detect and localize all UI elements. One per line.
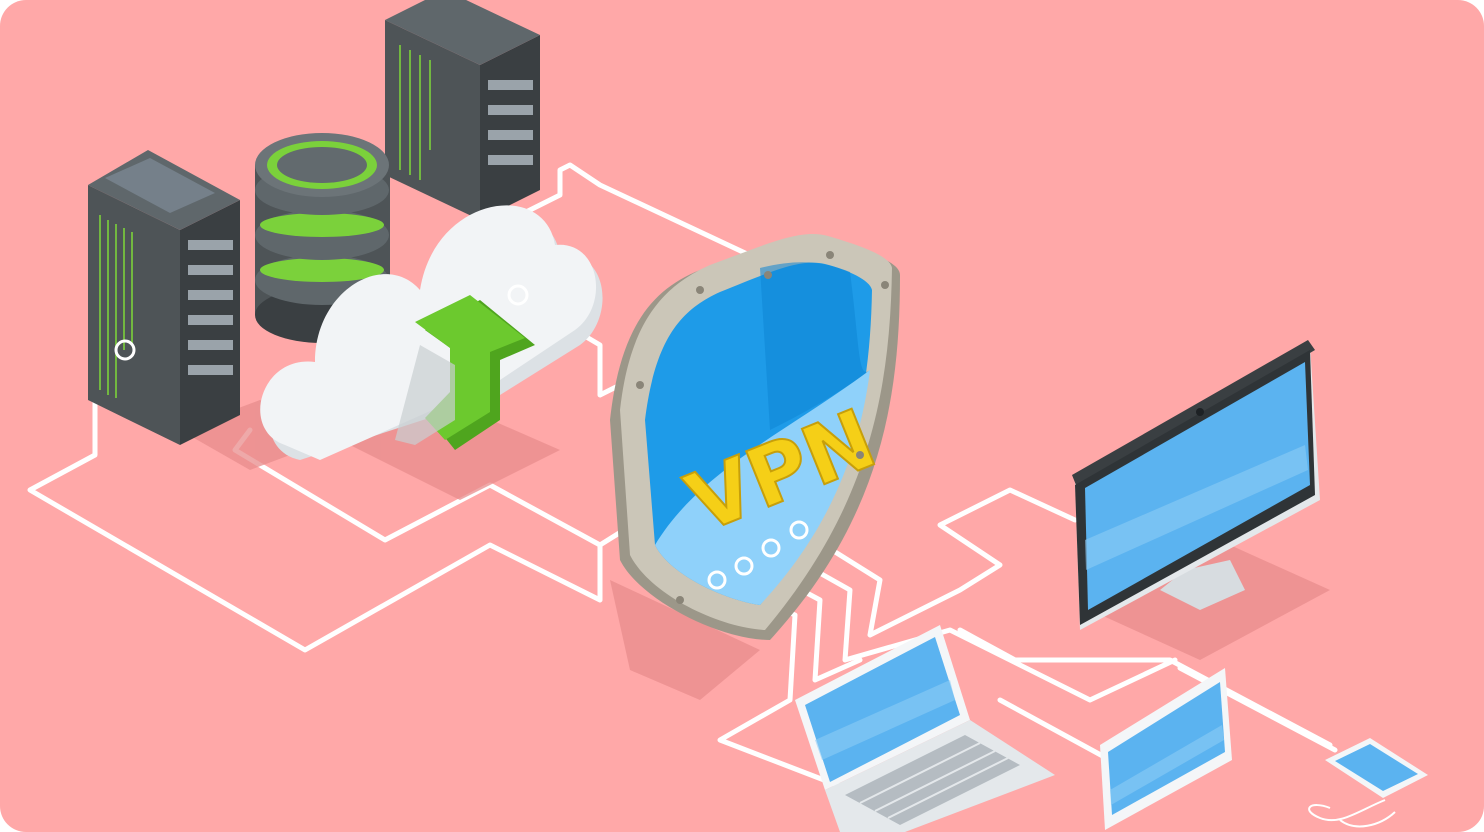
tablet-icon [1100,668,1232,830]
desktop-monitor-icon [1072,340,1320,630]
laptop-icon [795,625,1055,832]
upload-arrow-icon [395,295,535,450]
smartphone-icon [1308,738,1428,828]
server-rack-back [385,0,540,220]
server-rack-left [88,150,240,445]
